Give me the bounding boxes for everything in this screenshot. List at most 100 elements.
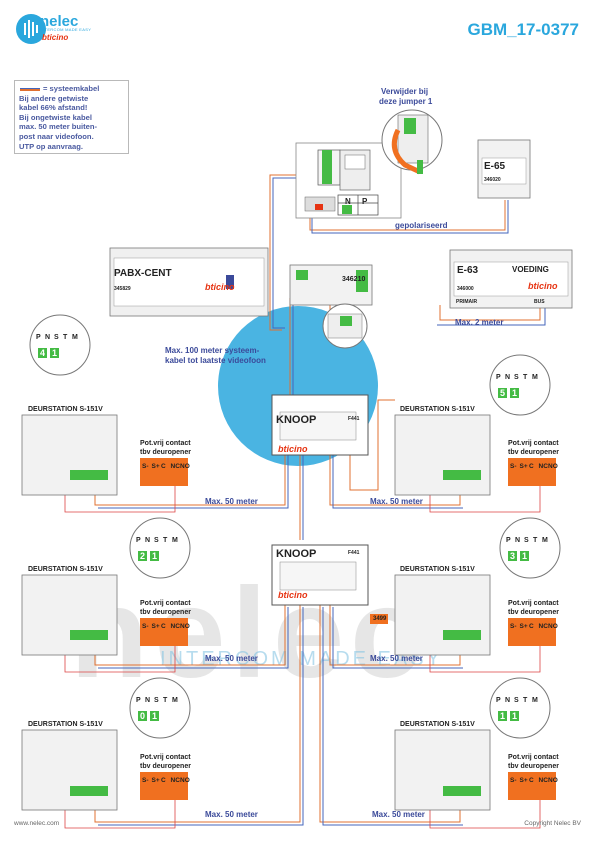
legend-line: post naar videofoon. [19, 131, 94, 141]
e63-name: E-63 [457, 265, 479, 276]
pnstm-label: M [532, 374, 538, 381]
knoop-lower [271, 544, 388, 624]
pnstm-label: S [514, 374, 519, 381]
videophone-panel [295, 142, 402, 219]
pnstm-label: M [172, 697, 178, 704]
contact-note: tbv deuropener [508, 763, 559, 770]
pnstm-label: T [533, 537, 538, 544]
door-station-label: DEURSTATION S-151V [28, 721, 103, 728]
door-station-shapes [21, 414, 491, 811]
relay-terminal-label: C [161, 623, 166, 630]
pnstm-label: M [542, 537, 548, 544]
address-digit: 1 [510, 711, 520, 721]
logo-mark-icon [16, 14, 46, 44]
relay-terminal-label: S- [510, 777, 517, 784]
logo-tagline: INTERCOM MADE EASY [40, 27, 92, 32]
contact-note: tbv deuropener [508, 609, 559, 616]
relay-terminal-label: C [529, 777, 534, 784]
address-digit: 1 [510, 388, 520, 398]
relay-terminal-label: S+ [151, 623, 160, 630]
e63-label: VOEDING [512, 265, 549, 274]
door-opener-wires [64, 483, 541, 829]
relay-terminal-label: S+ [151, 777, 160, 784]
door-station-label: DEURSTATION S-151V [400, 406, 475, 413]
pnstm-label: T [163, 537, 168, 544]
e65-name: E-65 [484, 161, 506, 172]
logo [14, 12, 124, 48]
pnstm-label: P [136, 537, 141, 544]
door-station-label: DEURSTATION S-151V [400, 566, 475, 573]
jumper-note-1: Verwijder bij [381, 87, 429, 96]
address-digit: 0 [138, 711, 148, 721]
pnstm-label: N [505, 374, 511, 381]
legend-line: max. 50 meter buiten- [19, 122, 98, 132]
door-station-keypads [70, 470, 481, 796]
max2-label: Max. 2 meter [455, 318, 504, 327]
pnstm-label: N [505, 697, 511, 704]
contact-note: tbv deuropener [508, 449, 559, 456]
door-station-label: DEURSTATION S-151V [28, 566, 103, 573]
relay-terminal-label: S- [142, 623, 149, 630]
jumper-callout [381, 109, 443, 175]
pnstm-label: S [154, 697, 159, 704]
knoop-lower-code: F441 [348, 550, 360, 556]
np-n: N [345, 197, 351, 206]
address-digit: 1 [520, 551, 530, 561]
relay-terminal-label: NC [538, 463, 548, 470]
contact-note: Pot.vrij contact [508, 600, 559, 607]
logo-name: nelec [40, 13, 79, 30]
relay-terminal-label: C [161, 463, 166, 470]
relay-terminal-label: NO [548, 463, 558, 470]
relay-terminal-label: NC [538, 623, 548, 630]
knoop-upper-brand: bticino [278, 444, 308, 454]
relay-terminal-label: S+ [519, 777, 528, 784]
contact-note: Pot.vrij contact [140, 600, 191, 607]
e63-brand: bticino [528, 281, 558, 291]
e65-module [477, 139, 531, 199]
max100-label-2: kabel tot laatste videofoon [165, 356, 266, 365]
pnstm-label: S [514, 697, 519, 704]
relay-terminal-label: C [529, 463, 534, 470]
pabx-code: 345829 [114, 286, 131, 292]
pnstm-label: S [154, 537, 159, 544]
pabx-brand: bticino [205, 282, 235, 292]
relay-terminal-label: S- [142, 463, 149, 470]
max50-label: Max. 50 meter [370, 654, 423, 663]
pnstm-label: T [63, 334, 68, 341]
relay-terminal-label: NC [538, 777, 548, 784]
relay-terminal-label: NO [548, 777, 558, 784]
e63-module [449, 249, 573, 309]
pnstm-label: N [45, 334, 51, 341]
address-digit: 1 [50, 348, 60, 358]
interface-module [289, 264, 373, 349]
interface-code: 346210 [342, 276, 366, 283]
e65-code: 346020 [484, 177, 501, 183]
door-station-label: DEURSTATION S-151V [28, 406, 103, 413]
knoop-lower-brand: bticino [278, 590, 308, 600]
relay-terminal-label: NO [180, 463, 190, 470]
document-code: GBM_17-0377 [467, 20, 579, 39]
footer-website: www.nelec.com [14, 820, 60, 827]
address-digit: 4 [38, 348, 48, 358]
relay-terminal-label: S+ [519, 463, 528, 470]
contact-note: Pot.vrij contact [140, 754, 191, 761]
knoop-upper [271, 394, 369, 456]
address-digit: 2 [138, 551, 148, 561]
pnstm-label: N [145, 537, 151, 544]
contact-note: tbv deuropener [140, 763, 191, 770]
pnstm-label: P [496, 374, 501, 381]
relay-terminal-label: NC [170, 463, 180, 470]
legend-line: = systeemkabel [19, 84, 124, 94]
address-digit: 1 [150, 711, 160, 721]
relay-terminal-label: C [529, 623, 534, 630]
max50-label: Max. 50 meter [205, 497, 258, 506]
pabx-name: PABX-CENT [114, 268, 172, 279]
legend-line: Bij ongetwiste kabel [19, 112, 93, 122]
pnstm-label: M [72, 334, 78, 341]
address-digit: 1 [150, 551, 160, 561]
pnstm-label: T [523, 374, 528, 381]
max100-label-1: Max. 100 meter systeem- [165, 346, 260, 355]
relay-terminal-label: NC [170, 623, 180, 630]
